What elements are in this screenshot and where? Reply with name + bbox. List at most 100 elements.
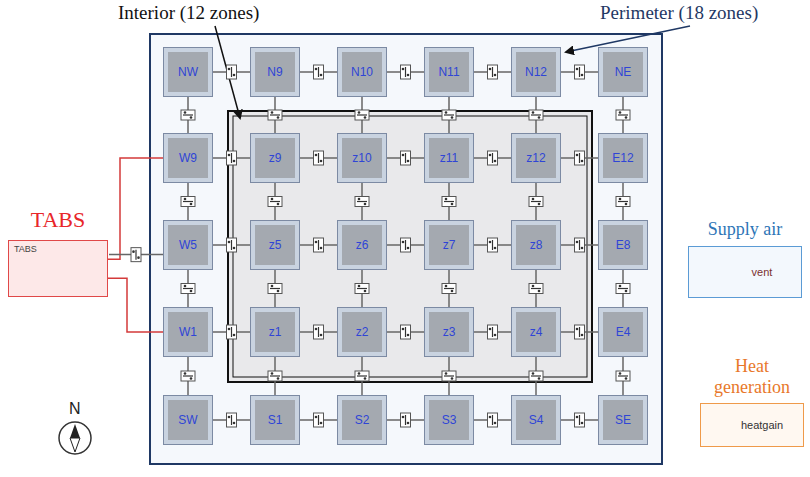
zone-connector xyxy=(474,151,511,165)
interior-outline-inner xyxy=(233,116,587,377)
opening-symbol-bar xyxy=(135,250,136,260)
region-label: Perimeter (18 zones) xyxy=(600,2,758,24)
opening-symbol-dot xyxy=(538,203,541,206)
opening-symbol-dot xyxy=(233,334,236,337)
opening-symbol-bar xyxy=(618,288,628,289)
opening-symbol-bar xyxy=(183,375,193,376)
zone-connector xyxy=(474,238,511,252)
opening-symbol-bar xyxy=(183,288,193,289)
opening-symbol xyxy=(268,110,282,120)
zone-connector xyxy=(616,357,630,395)
opening-symbol-dot xyxy=(132,250,135,253)
opening-symbol-dot xyxy=(271,372,274,375)
zone-label: E12 xyxy=(612,151,633,165)
zone-box: E4 xyxy=(599,308,647,356)
opening-symbol-dot xyxy=(532,111,535,114)
opening-symbol-bar xyxy=(357,288,367,289)
opening-symbol xyxy=(314,238,324,252)
opening-symbol-dot xyxy=(451,203,454,206)
zone-label: z4 xyxy=(530,325,543,339)
zone-connector xyxy=(181,270,195,307)
opening-symbol-bar xyxy=(405,240,406,250)
opening-symbol-bar xyxy=(579,153,580,163)
opening-symbol-dot xyxy=(190,203,193,206)
opening-symbol-dot xyxy=(320,74,323,77)
opening-symbol-dot xyxy=(407,422,410,425)
opening-symbol xyxy=(181,284,195,294)
opening-symbol-dot xyxy=(489,328,492,331)
block-label: heatgain xyxy=(741,419,783,431)
zone-label: N10 xyxy=(351,65,373,79)
opening-symbol-dot xyxy=(315,68,318,71)
opening-symbol xyxy=(575,325,585,339)
compass-label: N xyxy=(69,400,81,418)
zone-connector xyxy=(442,183,456,220)
opening-symbol-dot xyxy=(619,111,622,114)
zone-connector xyxy=(561,413,598,427)
zone-label: NE xyxy=(615,65,632,79)
zone-connector xyxy=(268,183,282,220)
zone-label: S4 xyxy=(529,413,544,427)
opening-symbol xyxy=(442,197,456,207)
zone-label: W1 xyxy=(179,325,197,339)
opening-symbol-dot xyxy=(581,422,584,425)
opening-symbol-dot xyxy=(619,285,622,288)
opening-symbol-bar xyxy=(531,114,541,115)
opening-symbol-dot xyxy=(407,247,410,250)
building-outline xyxy=(150,34,662,464)
opening-symbol-dot xyxy=(233,160,236,163)
zone-connector xyxy=(300,238,337,252)
opening-symbol xyxy=(529,371,543,381)
zone-box: N9 xyxy=(251,48,299,96)
opening-symbol-dot xyxy=(451,116,454,119)
zone-label: SE xyxy=(615,413,631,427)
opening-symbol-dot xyxy=(489,241,492,244)
opening-symbol-dot xyxy=(402,328,405,331)
opening-symbol-bar xyxy=(579,67,580,77)
opening-symbol xyxy=(616,284,630,294)
opening-symbol-dot xyxy=(407,334,410,337)
opening-symbol-bar xyxy=(492,415,493,425)
opening-symbol-dot xyxy=(494,334,497,337)
opening-symbol xyxy=(355,110,369,120)
opening-symbol-dot xyxy=(619,198,622,201)
zone-box: W9 xyxy=(164,134,212,182)
opening-symbol-dot xyxy=(445,198,448,201)
opening-symbol xyxy=(442,284,456,294)
opening-symbol-dot xyxy=(489,68,492,71)
zone-connector xyxy=(474,65,511,79)
opening-symbol-dot xyxy=(402,68,405,71)
opening-symbol-dot xyxy=(358,198,361,201)
opening-symbol-dot xyxy=(402,241,405,244)
zone-box: S3 xyxy=(425,396,473,444)
zone-connector xyxy=(181,357,195,395)
zone-connector xyxy=(109,248,163,262)
zone-box: z12 xyxy=(512,134,560,182)
zone-connector xyxy=(474,325,511,339)
opening-symbol-dot xyxy=(494,74,497,77)
opening-symbol-dot xyxy=(576,328,579,331)
zone-label: z3 xyxy=(443,325,456,339)
opening-symbol xyxy=(227,151,237,165)
zone-connector xyxy=(529,97,543,133)
opening-symbol-dot xyxy=(625,290,628,293)
opening-symbol-bar xyxy=(492,67,493,77)
heat-generation-block: Heat generationheatgain xyxy=(700,356,804,447)
opening-symbol xyxy=(314,325,324,339)
opening-symbol-bar xyxy=(318,240,319,250)
zone-label: z8 xyxy=(530,238,543,252)
zone-box: z11 xyxy=(425,134,473,182)
opening-symbol xyxy=(616,197,630,207)
opening-symbol-dot xyxy=(407,74,410,77)
opening-symbol xyxy=(488,238,498,252)
opening-symbol-dot xyxy=(228,416,231,419)
opening-symbol-bar xyxy=(531,375,541,376)
opening-symbol-dot xyxy=(364,116,367,119)
opening-symbol-bar xyxy=(492,327,493,337)
zone-box: z5 xyxy=(251,221,299,269)
opening-symbol-bar xyxy=(444,114,454,115)
opening-symbol-bar xyxy=(231,67,232,77)
opening-symbol xyxy=(616,110,630,120)
zone-box: S1 xyxy=(251,396,299,444)
opening-symbol-dot xyxy=(228,241,231,244)
